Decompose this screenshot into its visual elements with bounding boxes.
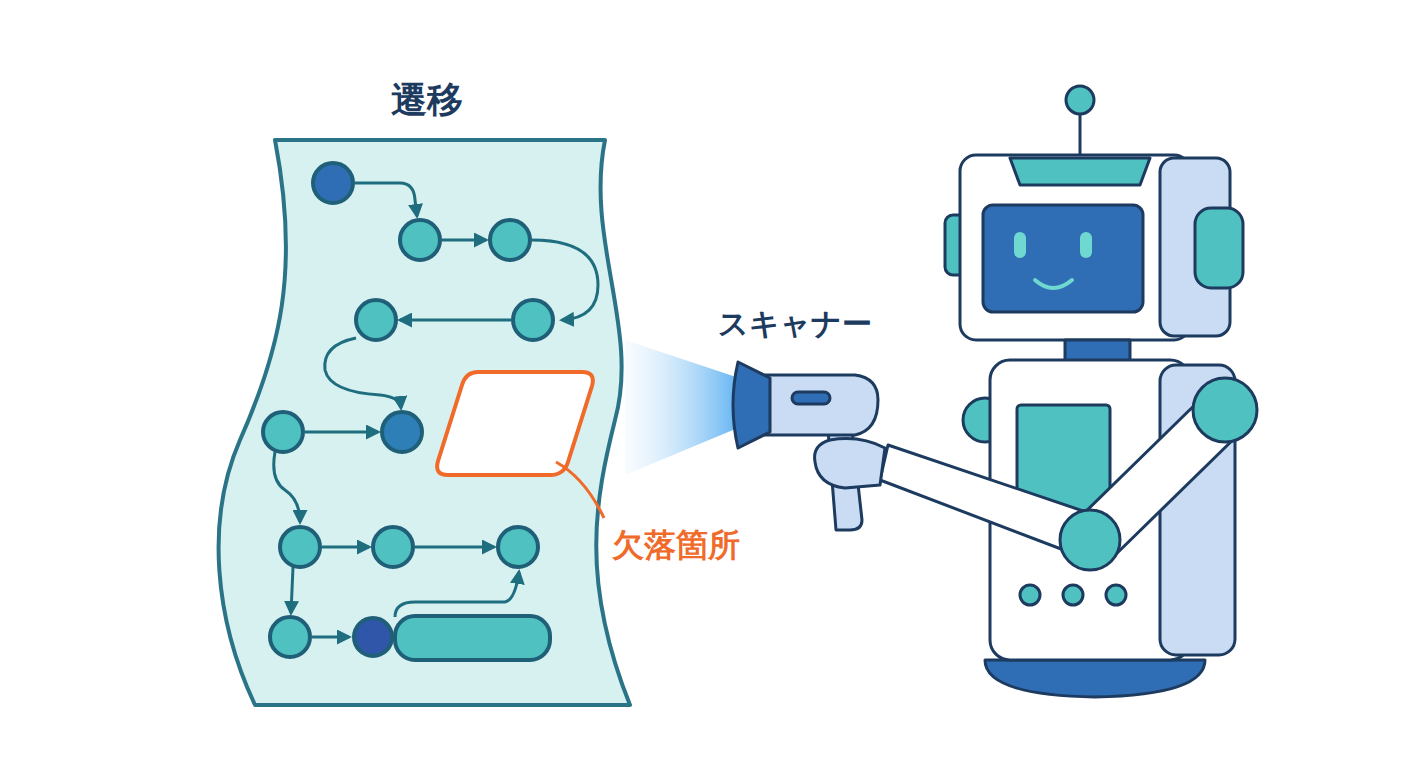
scanner-beam bbox=[625, 340, 745, 475]
missing-spot-label: 欠落箇所 bbox=[612, 526, 740, 564]
flow-arrows bbox=[274, 183, 598, 637]
scanner-label: スキャナー bbox=[718, 306, 872, 342]
robot bbox=[880, 86, 1257, 697]
missing-spot bbox=[437, 372, 593, 475]
scanner bbox=[733, 362, 885, 530]
document-sheet bbox=[219, 140, 630, 705]
diagram-title: 遷移 bbox=[391, 78, 463, 121]
leader-line bbox=[556, 462, 604, 518]
